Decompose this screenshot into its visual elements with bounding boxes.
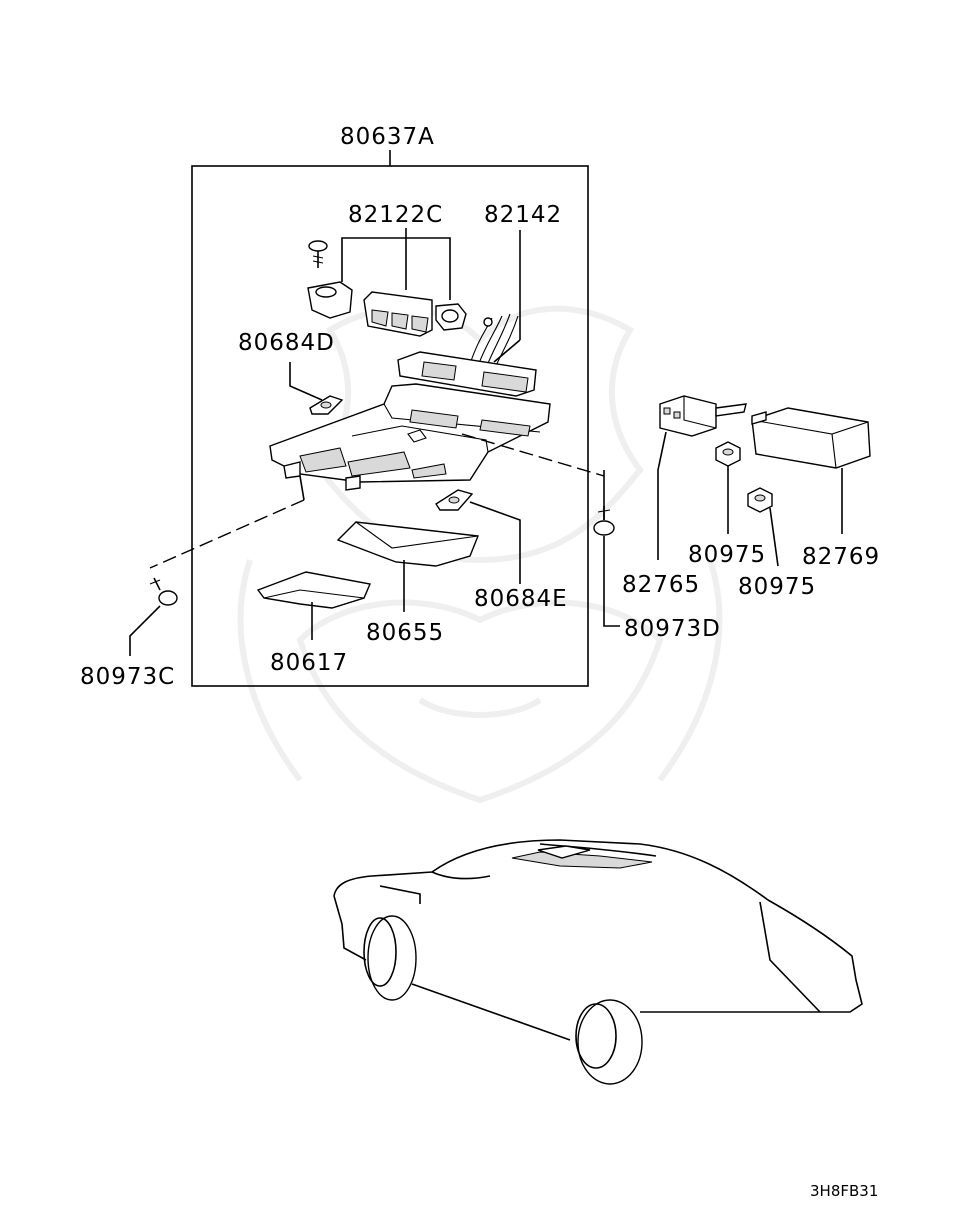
bulb-socket-right [435,303,467,331]
cover-80617 [256,571,371,609]
label-80973C: 80973C [80,664,175,690]
unit-82769 [751,407,871,469]
screw-small [308,240,328,268]
bulb-socket-left [307,281,353,319]
screw-80973D [593,506,615,536]
label-80617: 80617 [270,650,348,676]
clip-80684D [309,395,344,415]
relay-82765 [659,395,747,437]
label-82122C: 82122C [348,202,443,228]
car-outline [333,839,863,1085]
nut-80975-b [747,487,773,513]
label-80684E: 80684E [474,586,568,612]
label-82142: 82142 [484,202,562,228]
label-80655: 80655 [366,620,444,646]
lens-80655 [336,521,479,567]
label-80975-a: 80975 [688,542,766,568]
label-82769: 82769 [802,544,880,570]
nut-80975-a [715,441,741,467]
console-housing [269,383,551,491]
label-80973D: 80973D [624,616,721,642]
label-80684D: 80684D [238,330,335,356]
diagram-code: 3H8FB31 [810,1182,878,1200]
clip-80684E [435,489,474,511]
wire-harness [397,313,537,397]
screw-80973C [149,577,178,606]
label-80637A: 80637A [340,124,435,150]
label-80975-b: 80975 [738,574,816,600]
switch-block [363,291,433,337]
label-82765: 82765 [622,572,700,598]
